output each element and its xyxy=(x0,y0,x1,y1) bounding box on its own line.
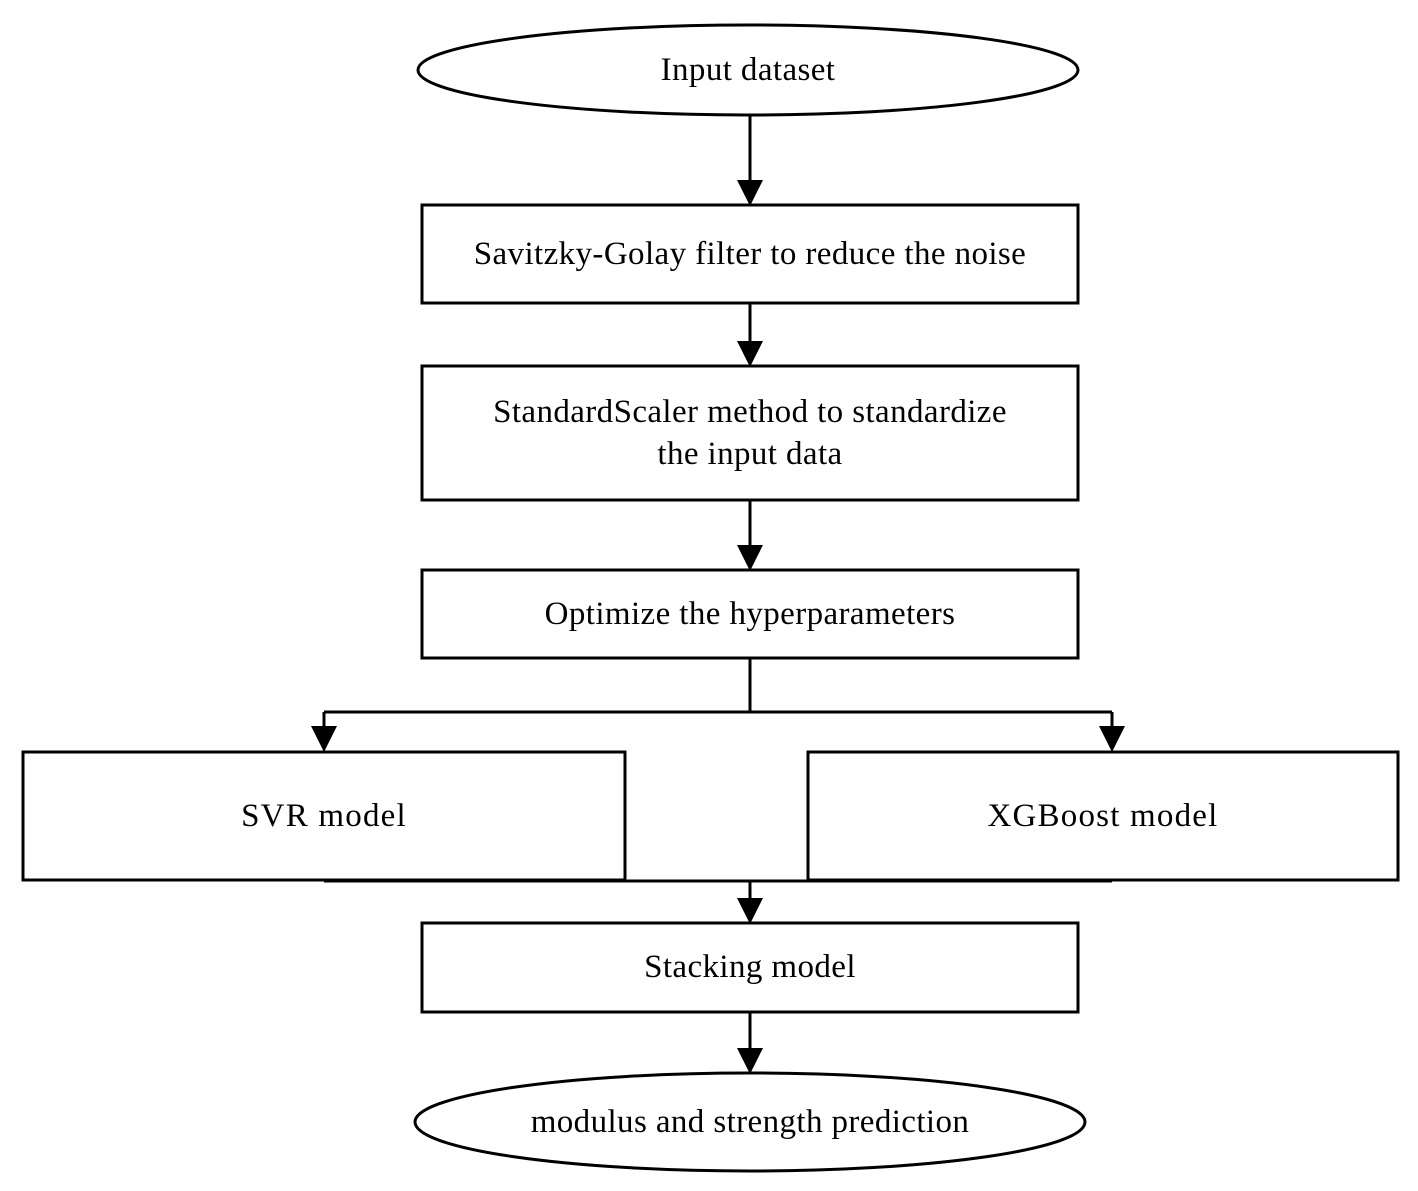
node-stacking-model[interactable] xyxy=(420,921,1080,1014)
node-savitzky-golay-filter[interactable] xyxy=(420,203,1080,305)
node-xgboost-model[interactable] xyxy=(806,750,1400,882)
edge-scaler-to-optimize xyxy=(737,500,763,571)
node-output-prediction[interactable] xyxy=(413,1071,1087,1173)
node-optimize-hyperparameters[interactable] xyxy=(420,568,1080,660)
edge-input-to-savgol xyxy=(737,115,763,206)
node-input-dataset[interactable] xyxy=(416,23,1080,117)
edge-savgol-to-scaler xyxy=(737,303,763,367)
edge-stacking-to-output xyxy=(737,1012,763,1074)
edge-models-to-stacking xyxy=(322,879,1112,924)
node-svr-model[interactable] xyxy=(21,750,627,882)
edge-optimize-to-split xyxy=(311,658,1125,752)
node-standardscaler[interactable] xyxy=(420,364,1080,502)
